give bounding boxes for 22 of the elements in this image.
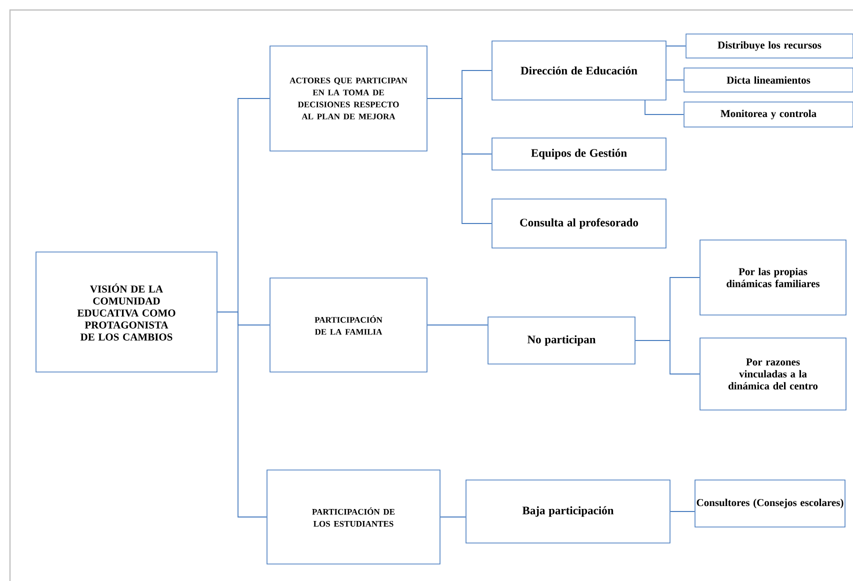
text-box: Equipos de Gestión — [492, 138, 666, 170]
text-box: Por las propias dinámicas familiares — [700, 240, 846, 316]
text-box: Consulta al profesorado — [492, 198, 666, 248]
text-box: PARTICIPACIÓN DE LOS ESTUDIANTES — [266, 470, 440, 564]
text-box: Monitorea y controla — [684, 102, 853, 128]
connector-line — [634, 340, 700, 374]
connector-line — [216, 312, 268, 518]
text-box: No participan — [488, 316, 636, 364]
connector-line — [426, 324, 488, 326]
text-box: Consultores (Consejos escolares) — [694, 480, 846, 528]
text-box: Dirección de Educación — [492, 40, 666, 100]
connector-line — [670, 511, 696, 512]
title-box: VISIÓN DE LA COMUNIDAD EDUCATIVA COMO PROTAGONISTA DE LOS CAMBIOS — [36, 252, 218, 372]
text-box: PARTICIPACIÓN DE LA FAMILIA — [270, 278, 428, 372]
text-box: Por razones vinculadas a la dinámica del centro — [700, 338, 846, 410]
connector-line — [440, 516, 466, 518]
text-box: Dicta lineamientos — [684, 68, 853, 92]
connector-line — [644, 100, 684, 115]
connector-line — [426, 98, 492, 224]
text-box: Distribuye los recursos — [686, 34, 853, 58]
text-box: ACTORES QUE PARTICIPAN EN LA TOMA DE DECISIONES RESPECTO AL PLAN DE MEJORA — [270, 46, 428, 152]
text-box: Baja participación — [466, 480, 670, 544]
